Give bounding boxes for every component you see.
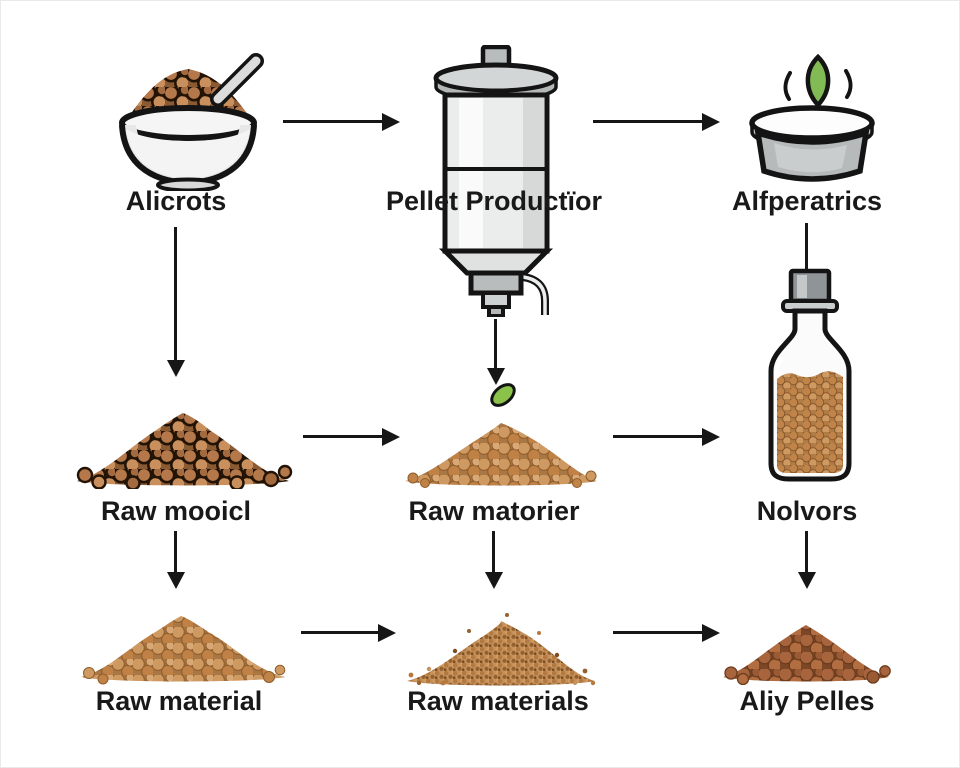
label-nolvors: Nolvors	[756, 496, 858, 526]
label-aliy-pelles: Aliy Pelles	[739, 686, 875, 716]
arrow-raw-material-to-raw-materials	[301, 631, 379, 634]
arrow-machine-to-raw-matorier	[494, 319, 497, 369]
arrow-raw-mooicl-to-raw-matorier	[303, 435, 383, 438]
arrow-alicrots-to-raw-mooicl	[174, 227, 177, 361]
label-pellet-production: Pellet Productïor	[385, 186, 603, 216]
arrow-raw-mooicl-to-raw-material	[174, 531, 177, 573]
line-alfperatrics-to-bottle	[805, 223, 808, 269]
outlined-pellet-pile-icon	[76, 413, 293, 489]
label-alicrots: Alicrots	[125, 186, 227, 216]
arrow-raw-matorier-to-nolvors	[613, 435, 703, 438]
bottle-of-pellets-icon	[768, 268, 852, 482]
tan-pellet-pile-icon	[81, 616, 286, 685]
label-raw-materials: Raw materials	[407, 686, 589, 716]
brown-pellet-pile-icon	[723, 625, 891, 685]
arrow-raw-matorier-to-raw-materials	[492, 531, 495, 573]
arrow-bowl-to-machine	[283, 120, 383, 123]
arrow-machine-to-pot	[593, 120, 703, 123]
pellet-mill-machine-icon	[433, 45, 559, 317]
label-alfperatrics: Alfperatrics	[731, 186, 883, 216]
granule-pile-icon	[407, 613, 596, 686]
label-raw-material: Raw material	[95, 686, 263, 716]
pot-with-sprout-icon	[749, 53, 875, 182]
label-raw-mooicl: Raw mooicl	[100, 496, 252, 526]
bowl-of-pellets-icon	[119, 53, 264, 191]
arrow-raw-materials-to-aliy-pelles	[613, 631, 703, 634]
pellet-pile-with-leaf-icon	[405, 383, 597, 488]
arrow-nolvors-to-aliy-pelles	[805, 531, 808, 573]
label-raw-matorier: Raw matorier	[408, 496, 580, 526]
